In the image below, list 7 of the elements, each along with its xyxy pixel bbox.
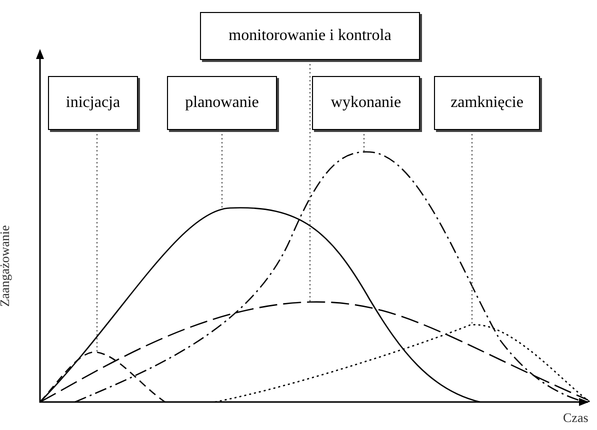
phase-label-box: monitorowanie i kontrola: [200, 12, 420, 60]
y-axis-title: Zaangażowanie: [0, 225, 13, 307]
phase-label-box: wykonanie: [312, 76, 420, 130]
x-axis-title: Czas: [563, 410, 588, 426]
phase-label-box: inicjacja: [48, 76, 138, 130]
phase-label-box: zamknięcie: [434, 76, 540, 130]
phase-label-box: planowanie: [167, 76, 277, 130]
